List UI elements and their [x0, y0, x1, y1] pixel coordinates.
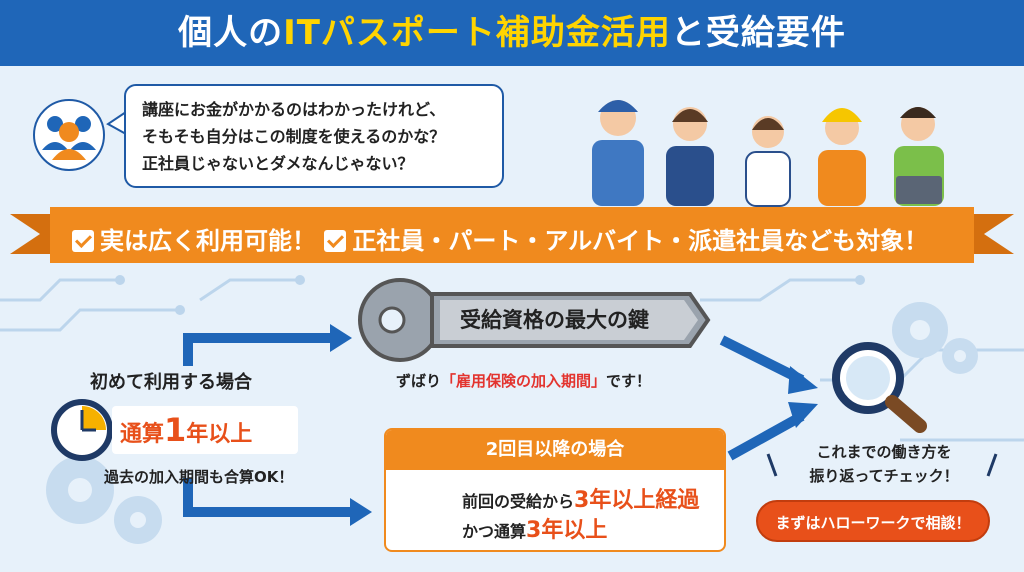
title-part2: と受給要件 — [670, 13, 846, 53]
check-line: これまでの働き方を — [816, 443, 952, 461]
second-use-line1: 前回の受給から3年以上経過 — [462, 482, 724, 514]
speech-line: 正社員じゃないとダメなんじゃない？ — [142, 154, 414, 173]
ribbon-item: 実は広く利用可能！ — [100, 227, 316, 255]
ribbon-banner — [10, 207, 1014, 263]
flow-arrows — [183, 333, 805, 517]
check-icon — [72, 230, 94, 252]
second-use-box: 2回目以降の場合 — [384, 428, 726, 552]
cond-prefix: 通算 — [120, 422, 165, 447]
speech-line: 講座にお金がかかるのはわかったけれど、 — [142, 100, 446, 119]
line1-prefix: 前回の受給から — [462, 492, 575, 511]
title-part1: 個人の — [178, 13, 284, 53]
hello-work-button[interactable]: まずはハローワークで相談！ — [756, 500, 990, 542]
gear-icon — [46, 302, 978, 544]
key-sub-highlight: 「雇用保険の加入期間」 — [441, 372, 607, 390]
check-line: 振り返ってチェック！ — [809, 467, 959, 485]
magnifier-icon — [766, 342, 998, 477]
speech-line: そもそも自分はこの制度を使えるのかな？ — [142, 127, 446, 146]
first-use-title: 初めて利用する場合 — [90, 372, 252, 393]
title-highlight: ITパスポート補助金活用 — [283, 13, 671, 53]
second-use-line2: かつ通算3年以上 — [462, 512, 724, 544]
key-subtitle: ずばり「雇用保険の加入期間」です！ — [396, 370, 726, 396]
key-title: 受給資格の最大の鍵 — [460, 308, 649, 332]
people-icon — [33, 99, 105, 171]
first-use-condition: 通算1年以上 — [112, 406, 298, 454]
workers-illustration — [592, 100, 944, 207]
page-title: 個人のITパスポート補助金活用と受給要件 — [0, 0, 1024, 66]
eligibility-ribbon: 実は広く利用可能！ 正社員・パート・アルバイト・派遣社員なども対象！ — [72, 221, 952, 261]
line1-highlight: 3年以上経過 — [574, 488, 700, 513]
key-sub-prefix: ずばり — [396, 372, 442, 390]
check-text: これまでの働き方を 振り返ってチェック！ — [790, 440, 978, 488]
first-use-note: 過去の加入期間も合算OK！ — [104, 468, 294, 486]
cond-suffix: 年以上 — [186, 422, 253, 447]
speech-bubble: 講座にお金がかかるのはわかったけれど、 そもそも自分はこの制度を使えるのかな？ … — [124, 84, 504, 188]
line2-prefix: かつ通算 — [462, 522, 527, 541]
line2-highlight: 3年以上 — [526, 518, 608, 543]
cond-number: 1 — [164, 411, 187, 449]
key-sub-suffix: です！ — [606, 372, 652, 390]
ribbon-item: 正社員・パート・アルバイト・派遣社員なども対象！ — [352, 227, 929, 255]
key-icon — [358, 278, 711, 362]
check-icon — [324, 230, 347, 252]
second-use-title: 2回目以降の場合 — [386, 430, 724, 470]
